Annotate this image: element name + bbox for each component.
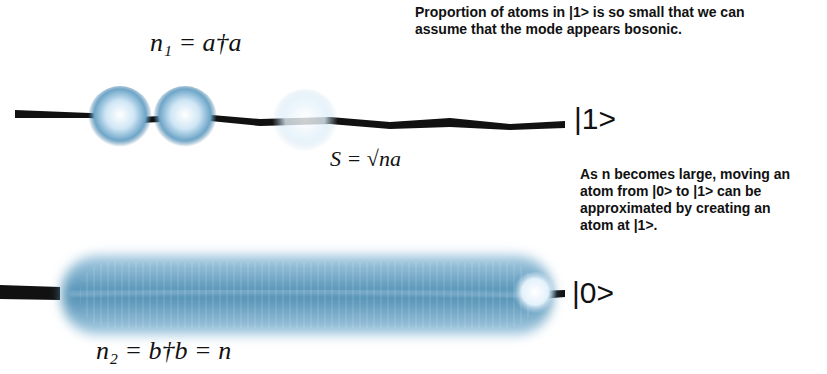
level-label: |0> [572, 276, 614, 310]
faded-atom [272, 89, 338, 155]
level-label: |1> [574, 102, 616, 136]
note: Proportion of atoms in |1> is so small t… [415, 4, 785, 38]
note: As n becomes large, moving an atom from … [580, 166, 805, 234]
energy-level-0 [0, 285, 60, 300]
atom [153, 86, 217, 150]
operator-equation: S = √na [330, 146, 401, 172]
atom [88, 86, 152, 150]
operator-equation: n₂ = b†b = n [96, 336, 231, 366]
operator-equation: n₁ = a†a [150, 28, 242, 58]
condensate-cloud [62, 255, 557, 335]
